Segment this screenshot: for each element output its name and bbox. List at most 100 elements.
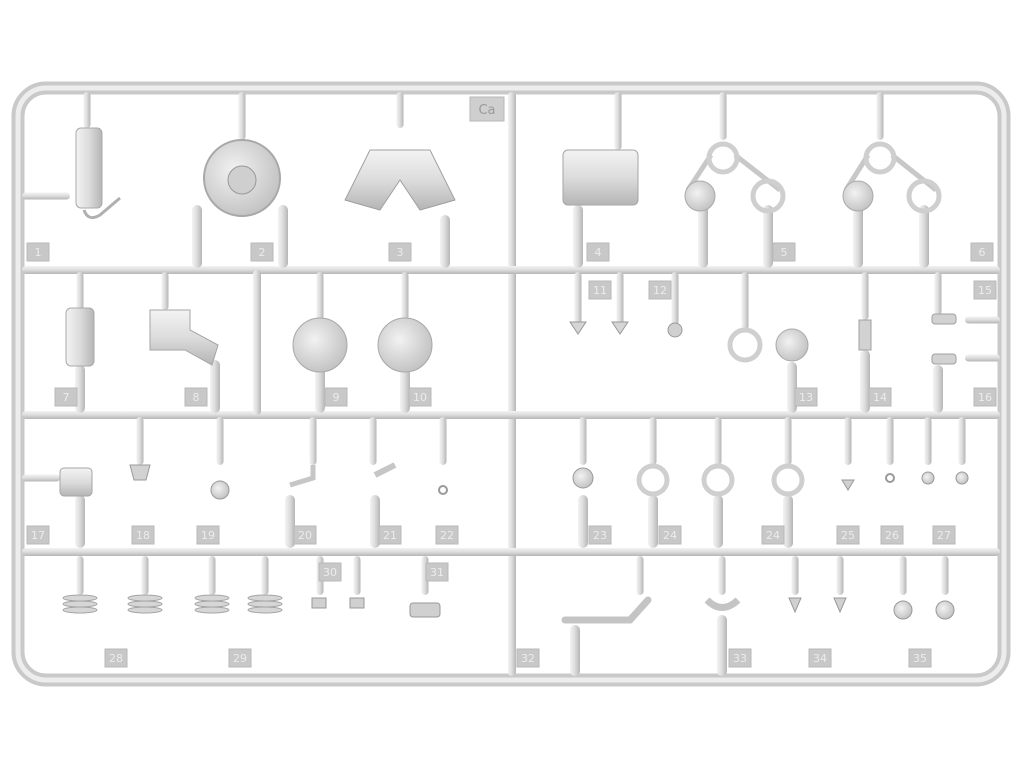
gate xyxy=(698,205,708,268)
gate xyxy=(719,92,727,140)
part-tag: 12 xyxy=(648,280,672,300)
part-tag-number: 15 xyxy=(978,284,992,297)
part-tag: 3 xyxy=(388,242,412,262)
gate xyxy=(861,272,869,320)
gate xyxy=(783,495,793,548)
part-tag: 31 xyxy=(425,562,449,582)
part-tag: 24 xyxy=(761,525,785,545)
part-tag: 16 xyxy=(973,387,997,407)
gate xyxy=(439,417,447,465)
part-tag-number: 5 xyxy=(781,246,788,259)
part-tag: 30 xyxy=(318,562,342,582)
part-tag-number: 27 xyxy=(937,529,951,542)
part-tag-box xyxy=(658,525,682,545)
part-tag-box xyxy=(425,562,449,582)
gate xyxy=(934,272,942,315)
part-tag-box xyxy=(435,525,459,545)
gate xyxy=(192,205,202,268)
part-tag-number: 32 xyxy=(521,652,535,665)
runner-horizontal xyxy=(22,411,1000,419)
part-tag-number: 34 xyxy=(813,652,827,665)
part-4-panel xyxy=(562,149,639,206)
gate xyxy=(440,215,450,268)
part-28-29-ring xyxy=(127,594,163,602)
part-12-knob xyxy=(667,322,683,338)
gate xyxy=(76,556,84,595)
part-tag-number: 6 xyxy=(979,246,986,259)
part-tag-number: 14 xyxy=(873,391,887,404)
runner-vertical xyxy=(508,92,516,676)
part-tag-box xyxy=(324,387,348,407)
part-tag-box xyxy=(836,525,860,545)
part-8-manifold xyxy=(149,309,219,366)
sprue-letter: Ca xyxy=(478,103,495,118)
part-tag: 1 xyxy=(26,242,50,262)
part-tag-box xyxy=(26,242,50,262)
gate xyxy=(941,556,949,595)
pulley-ring xyxy=(750,178,786,214)
gate xyxy=(649,417,657,465)
part-tag-box xyxy=(516,648,540,668)
part-7-cylinder xyxy=(65,307,95,367)
part-26-eye xyxy=(885,473,895,483)
part-13-pulley xyxy=(775,328,809,362)
part-28-29-ring xyxy=(247,594,283,602)
gate xyxy=(278,205,288,268)
part-tag-box xyxy=(973,280,997,300)
part-tag: 7 xyxy=(54,387,78,407)
pulley-ring xyxy=(906,178,942,214)
part-27-knob xyxy=(955,471,969,485)
part-tag-number: 10 xyxy=(413,391,427,404)
gate xyxy=(369,417,377,465)
part-tag-box xyxy=(131,525,155,545)
part-tag-box xyxy=(868,387,892,407)
part-20-lever xyxy=(289,465,316,488)
gate xyxy=(741,272,749,330)
sprue-letter-tag: Ca xyxy=(469,96,505,122)
part-tag-number: 20 xyxy=(298,529,312,542)
part-24-ring xyxy=(636,463,670,497)
part-tag: 18 xyxy=(131,525,155,545)
part-1-wire xyxy=(82,196,121,220)
gate xyxy=(714,417,722,465)
part-tag-box xyxy=(228,648,252,668)
part-tag-box xyxy=(880,525,904,545)
part-tag-number: 3 xyxy=(397,246,404,259)
gate xyxy=(574,272,582,325)
part-tag: 35 xyxy=(908,648,932,668)
part-tag-number: 30 xyxy=(323,566,337,579)
part-tag-number: 29 xyxy=(233,652,247,665)
part-28-29-ring xyxy=(194,594,230,602)
part-tag-number: 4 xyxy=(595,246,602,259)
part-34-fork xyxy=(833,597,847,614)
gate xyxy=(718,556,726,595)
part-tag-box xyxy=(378,525,402,545)
part-18-clip xyxy=(129,464,151,481)
part-28-29-ring xyxy=(127,600,163,608)
gate xyxy=(933,365,943,413)
part-tag-box xyxy=(104,648,128,668)
part-10-wheel xyxy=(377,317,433,373)
part-17-block xyxy=(59,467,93,497)
part-30-fitting xyxy=(349,597,365,609)
part-tag-number: 12 xyxy=(653,284,667,297)
part-tag-number: 23 xyxy=(593,529,607,542)
pulley xyxy=(842,180,874,212)
part-tag: 21 xyxy=(378,525,402,545)
gate xyxy=(400,368,410,413)
part-tag-box xyxy=(728,648,752,668)
part-tag: 13 xyxy=(794,387,818,407)
part-24-ring xyxy=(771,463,805,497)
part-tag: 4 xyxy=(586,242,610,262)
part-tag-number: 28 xyxy=(109,652,123,665)
part-tag-box xyxy=(388,242,412,262)
part-tag-box xyxy=(932,525,956,545)
part-28-29-ring xyxy=(62,606,98,614)
gate xyxy=(573,205,583,268)
part-11-cone xyxy=(611,321,629,335)
gate xyxy=(965,354,1000,362)
part-tag-number: 31 xyxy=(430,566,444,579)
part-tag-box xyxy=(794,387,818,407)
part-tag-number: 8 xyxy=(193,391,200,404)
gate xyxy=(886,417,894,465)
